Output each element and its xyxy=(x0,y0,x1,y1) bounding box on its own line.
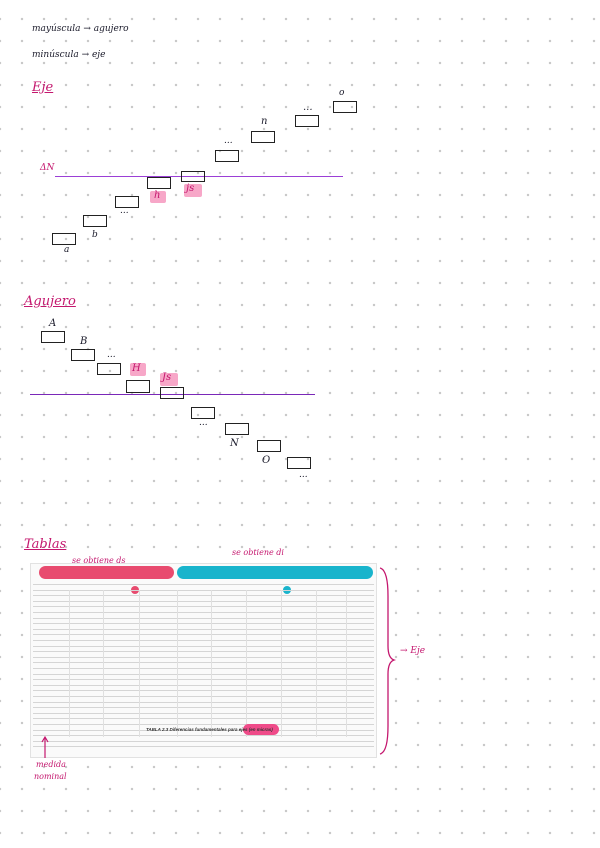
eje-box-a xyxy=(52,233,76,245)
table-row-line xyxy=(33,707,374,709)
table-row-line xyxy=(33,746,374,748)
eje-box-js xyxy=(181,171,205,182)
eje-box-b xyxy=(83,215,107,227)
eje-title: Eje xyxy=(32,80,54,95)
agujero-box-b xyxy=(71,349,95,361)
agujero-box-3 xyxy=(97,363,121,375)
table-row-line xyxy=(33,656,374,658)
agujero-letter-js: Js xyxy=(162,372,172,383)
table-col-line xyxy=(103,590,104,737)
eje-highlight-h xyxy=(150,191,166,203)
table-row-line xyxy=(33,651,374,653)
table-row-line xyxy=(33,740,374,742)
table-col-line xyxy=(211,590,212,737)
eje-letter-dots-3: o xyxy=(339,88,345,98)
agujero-letter-dots-2: ... xyxy=(199,418,208,428)
side-label-eje: → Eje xyxy=(400,646,426,656)
table-row-line xyxy=(33,679,374,681)
table-col-line xyxy=(69,590,70,737)
eje-zero-line xyxy=(55,176,343,178)
table-row-line xyxy=(33,600,374,602)
agujero-letter-o: O xyxy=(262,455,271,466)
eje-letter-a: a xyxy=(64,245,70,255)
eje-box-n xyxy=(251,131,275,143)
table-col-line xyxy=(246,590,247,737)
agujero-zero-line xyxy=(30,394,315,396)
table-row-line xyxy=(33,718,374,720)
eje-box-last xyxy=(333,101,357,113)
agujero-box-h xyxy=(126,380,150,393)
eje-letter-dots-2: ... xyxy=(224,136,233,146)
table-row-line xyxy=(33,701,374,703)
caption-highlight xyxy=(243,724,279,735)
eje-box-3 xyxy=(115,196,139,208)
table-caption: TABLA 2.3 Diferencias fundamentales para… xyxy=(146,727,273,732)
table-row-line xyxy=(33,645,374,647)
table-row-line xyxy=(33,684,374,686)
annotation-se-obtiene-di: se obtiene di xyxy=(232,548,284,557)
table-row-line xyxy=(33,640,374,641)
table-col-line xyxy=(316,590,317,737)
eje-box-6 xyxy=(215,150,239,162)
table-row-line xyxy=(33,617,374,619)
agujero-letter-a: A xyxy=(49,318,57,329)
agujero-letter-dots-3: ... xyxy=(299,470,308,480)
agujero-box-a xyxy=(41,331,65,343)
note-mayuscula: mayúscula → agujero xyxy=(32,24,129,34)
table-row-line xyxy=(33,729,374,731)
table-row-line xyxy=(33,612,374,613)
eje-box-o xyxy=(295,115,319,127)
table-row-line xyxy=(33,584,374,585)
table-row-line xyxy=(33,628,374,630)
right-brace xyxy=(379,567,397,755)
table-row-line xyxy=(33,623,374,625)
pill-cyan-columns xyxy=(177,566,373,579)
arrow-up xyxy=(41,735,49,758)
table-row-line xyxy=(33,606,374,608)
table-row-line xyxy=(33,634,374,636)
agujero-box-6 xyxy=(191,407,215,419)
table-row-line xyxy=(33,696,374,697)
eje-box-h xyxy=(147,177,171,189)
pill-red-columns xyxy=(39,566,174,579)
zero-line-label: ΔN xyxy=(40,163,55,173)
tolerance-table-image xyxy=(30,563,377,758)
agujero-highlight-js xyxy=(160,373,178,386)
table-col-line xyxy=(177,590,178,737)
table-row-line xyxy=(33,712,374,714)
table-row-line xyxy=(33,668,374,669)
table-row-line xyxy=(33,690,374,692)
agujero-title: Agujero xyxy=(24,294,76,309)
agujero-letter-h: H xyxy=(132,363,141,374)
table-col-line xyxy=(346,590,347,737)
eje-letter-dots-1: ... xyxy=(120,206,129,216)
eje-highlight-js xyxy=(184,184,202,197)
table-col-line xyxy=(139,590,140,737)
table-row-line xyxy=(33,735,374,737)
tablas-title: Tablas xyxy=(24,537,67,552)
agujero-letter-dots-1: ... xyxy=(107,350,116,360)
agujero-box-n xyxy=(257,440,281,452)
annotation-se-obtiene-ds: se obtiene ds xyxy=(72,556,126,565)
eje-letter-n: n xyxy=(261,116,268,127)
agujero-box-7 xyxy=(225,423,249,435)
eje-letter-js: js xyxy=(186,183,195,194)
agujero-letter-n: N xyxy=(230,438,239,449)
table-row-line xyxy=(33,673,374,675)
table-col-line xyxy=(281,590,282,737)
bottom-label-medida: medida xyxy=(36,760,66,769)
bottom-label-nominal: nominal xyxy=(34,772,67,781)
agujero-letter-b: B xyxy=(80,336,88,347)
agujero-box-o xyxy=(287,457,311,469)
agujero-box-js xyxy=(160,387,184,399)
table-row-line xyxy=(33,662,374,664)
agujero-highlight-h xyxy=(130,363,146,376)
table-row-line xyxy=(33,595,374,597)
eje-letter-h: h xyxy=(154,190,161,201)
table-row-line xyxy=(33,724,374,725)
eje-letter-o: ... xyxy=(303,102,313,113)
eje-letter-b: b xyxy=(92,230,98,240)
note-minuscula: minúscula → eje xyxy=(32,50,106,60)
table-row-line xyxy=(33,589,374,591)
